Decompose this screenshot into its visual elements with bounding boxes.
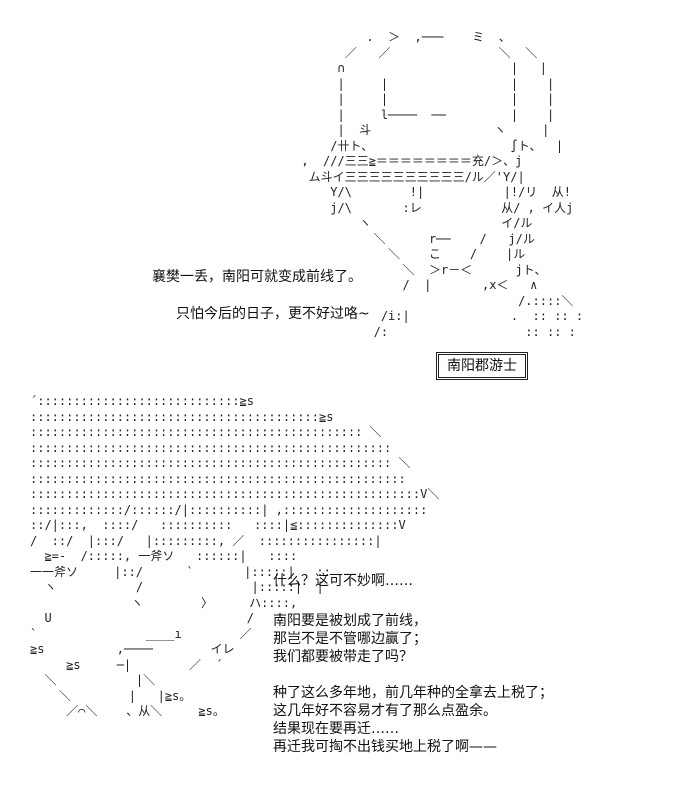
dialogue-line: 什么？这可不妙啊…… (273, 573, 413, 589)
dialogue-line: 这几年好不容易才有了那么点盈余。 (273, 703, 497, 719)
dialogue-line: 南阳要是被划成了前线， (273, 613, 427, 629)
dialogue-line: 再迁我可掏不出钱买地上税了啊—— (273, 739, 497, 755)
dialogue-block-frontline: 南阳要是被划成了前线， 那岂不是不管哪边赢了； 我们都要被带走了吗？ (273, 612, 427, 666)
dialogue-line: 我们都要被带走了吗？ (273, 649, 413, 665)
dialogue-block-surprise: 什么？这可不妙啊…… (273, 572, 413, 590)
dialogue-line: 种了这么多年地，前几年种的全拿去上税了； (273, 685, 553, 701)
character-art-crowd: ´::::::::::::::::::::::::::::≧s ::::::::… (30, 394, 440, 718)
character-art-hat-figure: . ＞ ,─── ミ 、 ／ ／ ＼ ＼ ∩ | | | | | | | | |… (301, 30, 584, 339)
dialogue-line: 那岂不是不管哪边赢了； (273, 631, 427, 647)
dialogue-line: 结果现在要再迁…… (273, 721, 399, 737)
dialogue-line-future: 只怕今后的日子，更不好过咯~ (176, 306, 370, 322)
nameplate-label: 南阳郡游士 (447, 358, 517, 374)
dialogue-line-xiangfan: 襄樊一丢，南阳可就变成前线了。 (152, 269, 362, 285)
character-nameplate: 南阳郡游士 (436, 352, 528, 380)
dialogue-block-taxes: 种了这么多年地，前几年种的全拿去上税了； 这几年好不容易才有了那么点盈余。 结果… (273, 684, 553, 756)
